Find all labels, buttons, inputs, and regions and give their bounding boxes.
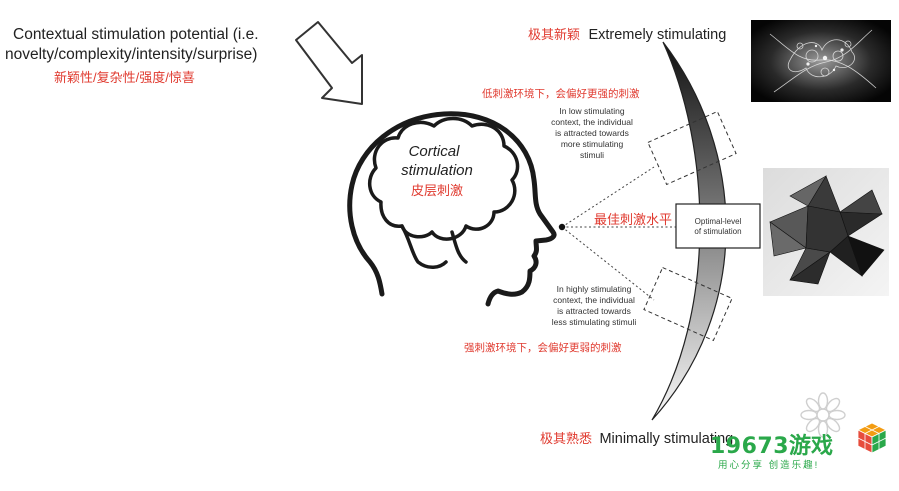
minimally-stimulating-cn: 极其熟悉	[540, 431, 593, 446]
extremely-stimulating-label: 极其新颖 Extremely stimulating	[528, 24, 726, 44]
stimulation-potential-line2: novelty/complexity/intensity/surprise)	[5, 46, 258, 63]
high-context-line: In highly stimulating	[556, 284, 632, 294]
high-context-line: is attracted towards	[557, 306, 631, 316]
site-watermark: 19673游戏	[710, 428, 833, 460]
watermark-number: 19673	[710, 434, 790, 459]
cube-logo-icon	[857, 422, 887, 454]
stimulation-arc	[651, 41, 727, 421]
low-context-cn: 低刺激环境下，会偏好更强的刺激	[482, 88, 640, 100]
flower-watermark-icon	[800, 392, 846, 438]
low-context-text: In low stimulating context, the individu…	[536, 106, 648, 161]
optimal-cn: 最佳刺激水平	[594, 212, 673, 227]
optimal-text: Optimal-level of stimulation	[678, 217, 758, 237]
minimally-stimulating-en: Minimally stimulating	[599, 431, 734, 447]
low-context-line: more stimulating	[560, 139, 624, 149]
watermark-cn: 游戏	[789, 433, 834, 458]
high-context-line: context, the individual	[553, 295, 635, 305]
low-context-line: is attracted towards	[555, 128, 629, 138]
optimal-line2: of stimulation	[694, 227, 742, 236]
high-context-cn: 强刺激环境下，会偏好更弱的刺激	[464, 342, 622, 354]
optimal-line1: Optimal-level	[694, 217, 742, 226]
fractal-image	[751, 20, 891, 102]
low-context-line: In low stimulating	[559, 106, 625, 116]
head-outline	[347, 111, 557, 307]
low-context-line: context, the individual	[551, 117, 633, 127]
watermark-slogan: 用心分享 创造乐趣!	[718, 460, 820, 471]
stimulation-potential-cn: 新颖性/复杂性/强度/惊喜	[54, 70, 195, 85]
low-context-line: stimuli	[579, 150, 605, 160]
cortical-label-line1: Cortical	[408, 143, 460, 160]
star-polyhedron-image	[763, 168, 889, 296]
high-stimulus-box	[643, 266, 733, 342]
focal-point	[558, 223, 566, 231]
cortical-label-line2: stimulation	[401, 162, 473, 179]
brain-icon	[368, 116, 520, 269]
focal-lines	[561, 166, 692, 301]
arrow-icon	[295, 21, 363, 105]
extremely-stimulating-cn: 极其新颖	[528, 27, 581, 42]
high-context-text: In highly stimulating context, the indiv…	[534, 284, 654, 328]
extremely-stimulating-en: Extremely stimulating	[588, 27, 727, 43]
cortical-label-cn: 皮层刺激	[410, 183, 463, 198]
high-context-line: less stimulating stimuli	[551, 317, 637, 327]
optimal-box	[675, 203, 761, 249]
stimulation-potential-line1: Contextual stimulation potential (i.e.	[13, 26, 259, 43]
minimally-stimulating-label: 极其熟悉 Minimally stimulating	[540, 428, 733, 448]
low-stimulus-box	[647, 110, 737, 186]
